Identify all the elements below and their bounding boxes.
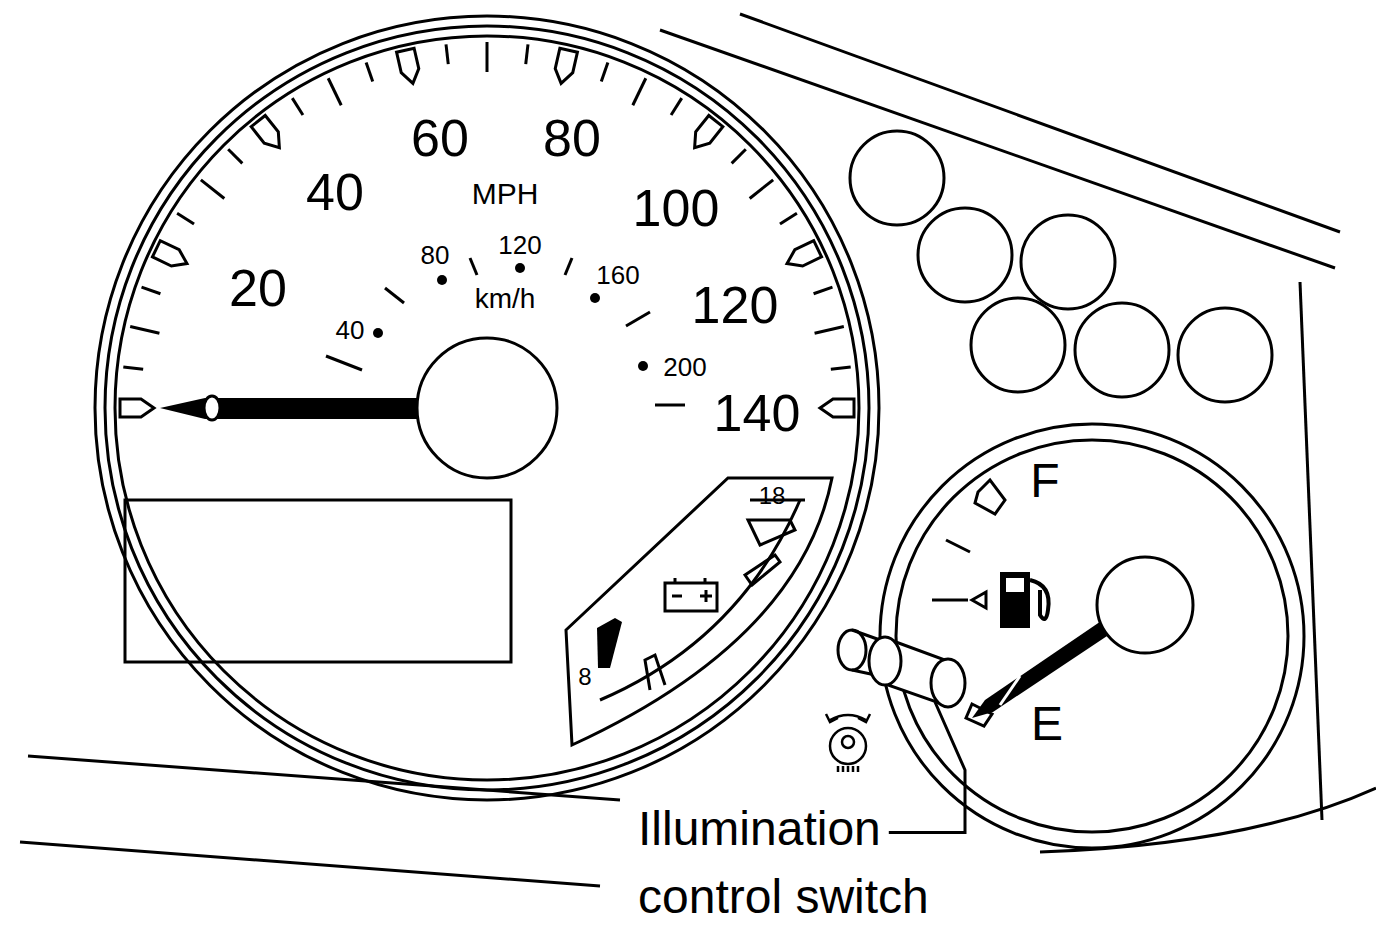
window-outline	[566, 478, 832, 745]
kmh-tick	[470, 258, 477, 275]
fuel-pump-icon	[1000, 572, 1049, 628]
speed-tick	[201, 180, 224, 199]
callout-label: Illumination control switch	[638, 795, 1010, 931]
speed-tick	[487, 42, 488, 72]
speed-tick	[130, 327, 159, 334]
speed-tick	[123, 367, 143, 369]
scale-number: 80	[543, 112, 601, 164]
unit-label: km/h	[475, 285, 536, 313]
fuel-mark: E	[1031, 700, 1063, 748]
fuel-needle	[972, 557, 1193, 718]
kmh-tick	[385, 288, 404, 303]
speed-tick	[152, 241, 190, 272]
kmh-tick	[565, 258, 572, 275]
speed-tick	[526, 44, 528, 64]
speed-tick	[814, 287, 833, 294]
fuel-mark: F	[1030, 457, 1059, 505]
temperature-number: 8	[578, 665, 591, 689]
illumination-switch	[838, 630, 965, 707]
scale-number: 20	[229, 262, 287, 314]
gauge-ring	[95, 16, 879, 800]
kmh-dot	[638, 361, 648, 371]
speed-tick	[177, 213, 194, 224]
speed-tick	[292, 98, 303, 115]
bezel-lines	[20, 14, 1376, 886]
kmh-number: 120	[498, 232, 541, 258]
bezel-line	[20, 842, 600, 886]
scale-number: 40	[306, 166, 364, 218]
leader-line	[889, 702, 965, 833]
kmh-dot	[590, 293, 600, 303]
kmh-number: 160	[596, 262, 639, 288]
kmh-number: 200	[663, 354, 706, 380]
speed-tick	[228, 149, 242, 163]
bezel-line	[740, 14, 1340, 232]
speed-tick	[671, 98, 682, 115]
needle-hub	[417, 338, 557, 478]
speed-tick	[783, 241, 821, 272]
fuel-gauge	[880, 424, 1304, 848]
dimmer-symbol	[826, 714, 870, 772]
kmh-dot	[373, 328, 383, 338]
kmh-tick	[326, 356, 362, 370]
speed-tick	[815, 327, 844, 334]
speed-tick	[446, 44, 448, 64]
kmh-tick	[655, 404, 685, 407]
temperature-pointer	[597, 618, 622, 668]
speed-tick	[633, 78, 646, 105]
speed-tick	[366, 63, 373, 82]
speed-tick	[688, 115, 723, 153]
speed-tick	[397, 48, 422, 85]
scale-number: 100	[633, 182, 720, 234]
unit-label: MPH	[472, 179, 539, 209]
kmh-dot	[515, 263, 525, 273]
temperature-number: 18	[759, 484, 786, 508]
speed-tick	[142, 287, 161, 294]
speed-tick	[831, 367, 851, 369]
speed-tick	[601, 63, 608, 82]
window-arc	[600, 500, 800, 700]
temperature-window	[566, 478, 832, 745]
kmh-tick	[626, 312, 650, 326]
speed-tick	[750, 180, 773, 199]
gauge-ring	[105, 26, 869, 790]
speed-needle	[160, 338, 557, 478]
speed-tick	[251, 115, 286, 153]
warning-lamps	[850, 131, 1272, 402]
speedometer-rings	[95, 16, 879, 800]
speed-tick	[120, 399, 154, 417]
gauge-ring	[115, 36, 859, 780]
speed-tick	[328, 78, 341, 105]
kmh-dot	[437, 275, 447, 285]
battery-icon-detail	[672, 578, 712, 602]
speed-tick	[732, 149, 746, 163]
hot-marker	[748, 520, 795, 545]
speed-tick	[780, 213, 797, 224]
speed-tick	[820, 399, 854, 417]
bezel-line	[1300, 282, 1322, 820]
kmh-number: 80	[421, 242, 450, 268]
scale-number: 140	[714, 387, 801, 439]
odometer-display	[125, 500, 511, 662]
scale-number: 60	[411, 112, 469, 164]
scale-marker	[745, 555, 780, 585]
kmh-number: 40	[336, 317, 365, 343]
scale-number: 120	[692, 279, 779, 331]
cold-marker	[645, 655, 665, 690]
bezel-line	[1040, 788, 1376, 852]
speed-tick	[552, 48, 577, 85]
